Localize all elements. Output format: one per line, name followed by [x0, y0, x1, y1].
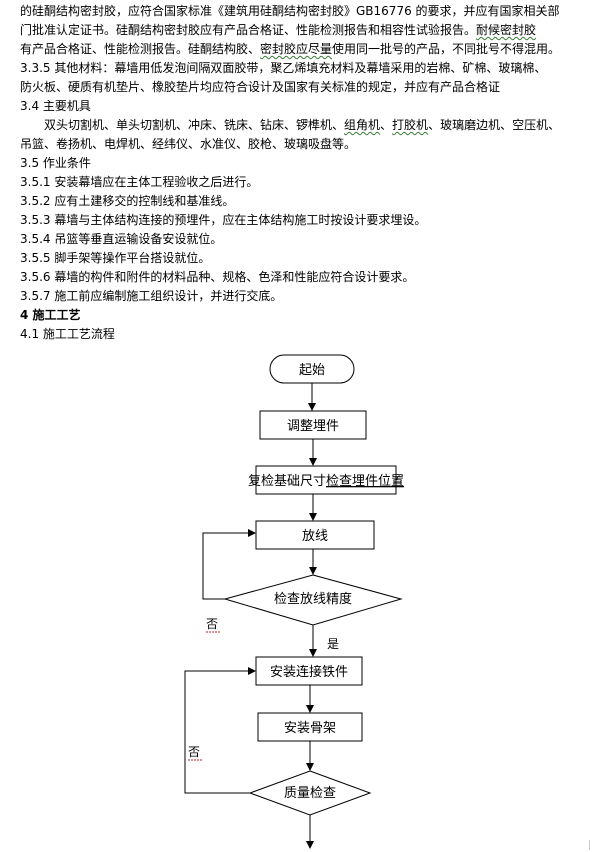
document-line-segment: 、	[380, 118, 393, 132]
document-line-segment: 有产品合格证、性能检测报告。硅酮结构胶、	[20, 42, 261, 56]
document-line-segment: 组角机	[344, 118, 381, 132]
flow-step2-label-a: 复检基础尺寸	[248, 474, 326, 489]
document-line-segment: 门批准认定证书。硅酮结构密封胶应有产品合格证、性能检测报告和相容性试验报告。	[20, 23, 477, 37]
flow-step3-label: 放线	[302, 529, 328, 544]
flow-step-layout-lines: 放线	[255, 520, 375, 550]
flow-decision-quality-check: 质量检查	[248, 770, 372, 816]
document-line-segment: 3.5.1 安装幕墙应在主体工程验收之后进行。	[20, 175, 259, 189]
document-line-segment: 双头切割机、单头切割机、冲床、铣床、钻床、锣榫机、	[44, 118, 345, 132]
document-line-segment: 使用同一批号的产品，不同批号不得混用。	[332, 42, 561, 56]
flow-step4-label: 安装连接铁件	[270, 664, 348, 680]
flow-step2-label-b: 检查埋件位置	[326, 474, 404, 489]
flow-no-label-1: 否	[206, 617, 218, 631]
flow-step1-label: 调整埋件	[287, 419, 339, 434]
document-line: 3.4 主要机具	[20, 98, 91, 114]
flow-step-recheck-foundation: 复检基础尺寸检查埋件位置	[248, 465, 404, 495]
document-line-segment: 4 施工工艺	[20, 308, 81, 322]
document-line: 3.3.5 其他材料：幕墙用低发泡间隔双面胶带，聚乙烯填充材料及幕墙采用的岩棉、…	[20, 60, 546, 76]
document-line: 3.5.6 幕墙的构件和附件的材料品种、规格、色泽和性能应符合设计要求。	[20, 269, 414, 285]
document-line: 防火板、硬质有机垫片、橡胶垫片均应符合设计及国家有关标准的规定，并应有产品合格证	[20, 79, 500, 95]
document-line-segment: 3.5.3 幕墙与主体结构连接的预埋件，应在主体结构施工时按设计要求埋设。	[20, 213, 427, 227]
document-line: 的硅酮结构密封胶，应符合国家标准《建筑用硅酮结构密封胶》GB16776 的要求，…	[20, 3, 560, 19]
document-line: 有产品合格证、性能检测报告。硅酮结构胶、密封胶应尽量使用同一批号的产品，不同批号…	[20, 41, 560, 57]
document-line: 3.5.2 应有土建移交的控制线和基准线。	[20, 193, 234, 209]
document-line-segment: 3.5.6 幕墙的构件和附件的材料品种、规格、色泽和性能应符合设计要求。	[20, 270, 415, 284]
flow-yes-label-1: 是	[327, 637, 339, 651]
flow-step5-label: 安装骨架	[284, 721, 336, 736]
document-line: 3.5 作业条件	[20, 155, 91, 171]
crop-mark-bottom-left	[0, 840, 10, 850]
document-line-segment: 防火板、硬质有机垫片、橡胶垫片均应符合设计及国家有关标准的规定，并应有产品合格证	[20, 80, 501, 94]
flow-decision2-label: 质量检查	[284, 786, 336, 801]
document-line-segment: 密封胶应尽量	[260, 42, 333, 56]
document-line-segment: 吊篮、卷扬机、电焊机、经纬仪、水准仪、胶枪、玻璃吸盘等。	[20, 137, 357, 151]
document-line: 双头切割机、单头切割机、冲床、铣床、钻床、锣榫机、组角机、打胶机、玻璃磨边机、空…	[44, 117, 560, 133]
document-line: 3.5.3 幕墙与主体结构连接的预埋件，应在主体结构施工时按设计要求埋设。	[20, 212, 426, 228]
document-line-segment: 3.5.5 脚手架等操作平台搭设就位。	[20, 251, 211, 265]
document-line: 3.5.5 脚手架等操作平台搭设就位。	[20, 250, 210, 266]
document-line-segment: 、玻璃磨边机、空压机、	[428, 118, 561, 132]
flow-step2-label: 复检基础尺寸检查埋件位置	[248, 474, 404, 489]
crop-mark-bottom-right	[589, 840, 590, 850]
flow-no-label-2: 否	[188, 745, 200, 759]
document-line-segment: 3.5.2 应有土建移交的控制线和基准线。	[20, 194, 235, 208]
document-line: 吊篮、卷扬机、电焊机、经纬仪、水准仪、胶枪、玻璃吸盘等。	[20, 136, 356, 152]
flow-decision1-label: 检查放线精度	[274, 591, 352, 607]
document-line: 4.1 施工工艺流程	[20, 326, 115, 342]
document-line-segment: 3.5 作业条件	[20, 156, 91, 170]
document-line-segment: 3.4 主要机具	[20, 99, 91, 113]
flow-step-install-frame: 安装骨架	[257, 712, 363, 742]
document-line-segment: 3.5.7 施工前应编制施工组织设计，并进行交底。	[20, 289, 283, 303]
document-line: 3.5.1 安装幕墙应在主体工程验收之后进行。	[20, 174, 258, 190]
document-line-segment: 4.1 施工工艺流程	[20, 327, 115, 341]
flow-step-install-connectors: 安装连接铁件	[255, 656, 363, 686]
document-line: 3.5.4 吊篮等垂直运输设备安设就位。	[20, 231, 222, 247]
flow-start-node: 起始	[269, 354, 355, 384]
document-line: 门批准认定证书。硅酮结构密封胶应有产品合格证、性能检测报告和相容性试验报告。耐候…	[20, 22, 536, 38]
document-line-segment: 3.3.5 其他材料：幕墙用低发泡间隔双面胶带，聚乙烯填充材料及幕墙采用的岩棉、…	[20, 61, 547, 75]
flow-step-adjust-embedded-parts: 调整埋件	[259, 410, 367, 440]
flow-start-label: 起始	[299, 363, 325, 378]
document-line-segment: 的硅酮结构密封胶，应符合国家标准《建筑用硅酮结构密封胶》GB16776 的要求，…	[20, 4, 560, 18]
document-line-segment: 3.5.4 吊篮等垂直运输设备安设就位。	[20, 232, 223, 246]
document-line-segment: 打胶机	[392, 118, 429, 132]
flow-loop-no-2	[184, 667, 256, 794]
flow-decision-check-layout-accuracy: 检查放线精度	[223, 574, 403, 626]
document-line: 4 施工工艺	[20, 307, 81, 323]
document-line-segment: 耐候密封胶	[476, 23, 537, 37]
flow-loop-no-1	[202, 529, 256, 600]
document-line: 3.5.7 施工前应编制施工组织设计，并进行交底。	[20, 288, 282, 304]
